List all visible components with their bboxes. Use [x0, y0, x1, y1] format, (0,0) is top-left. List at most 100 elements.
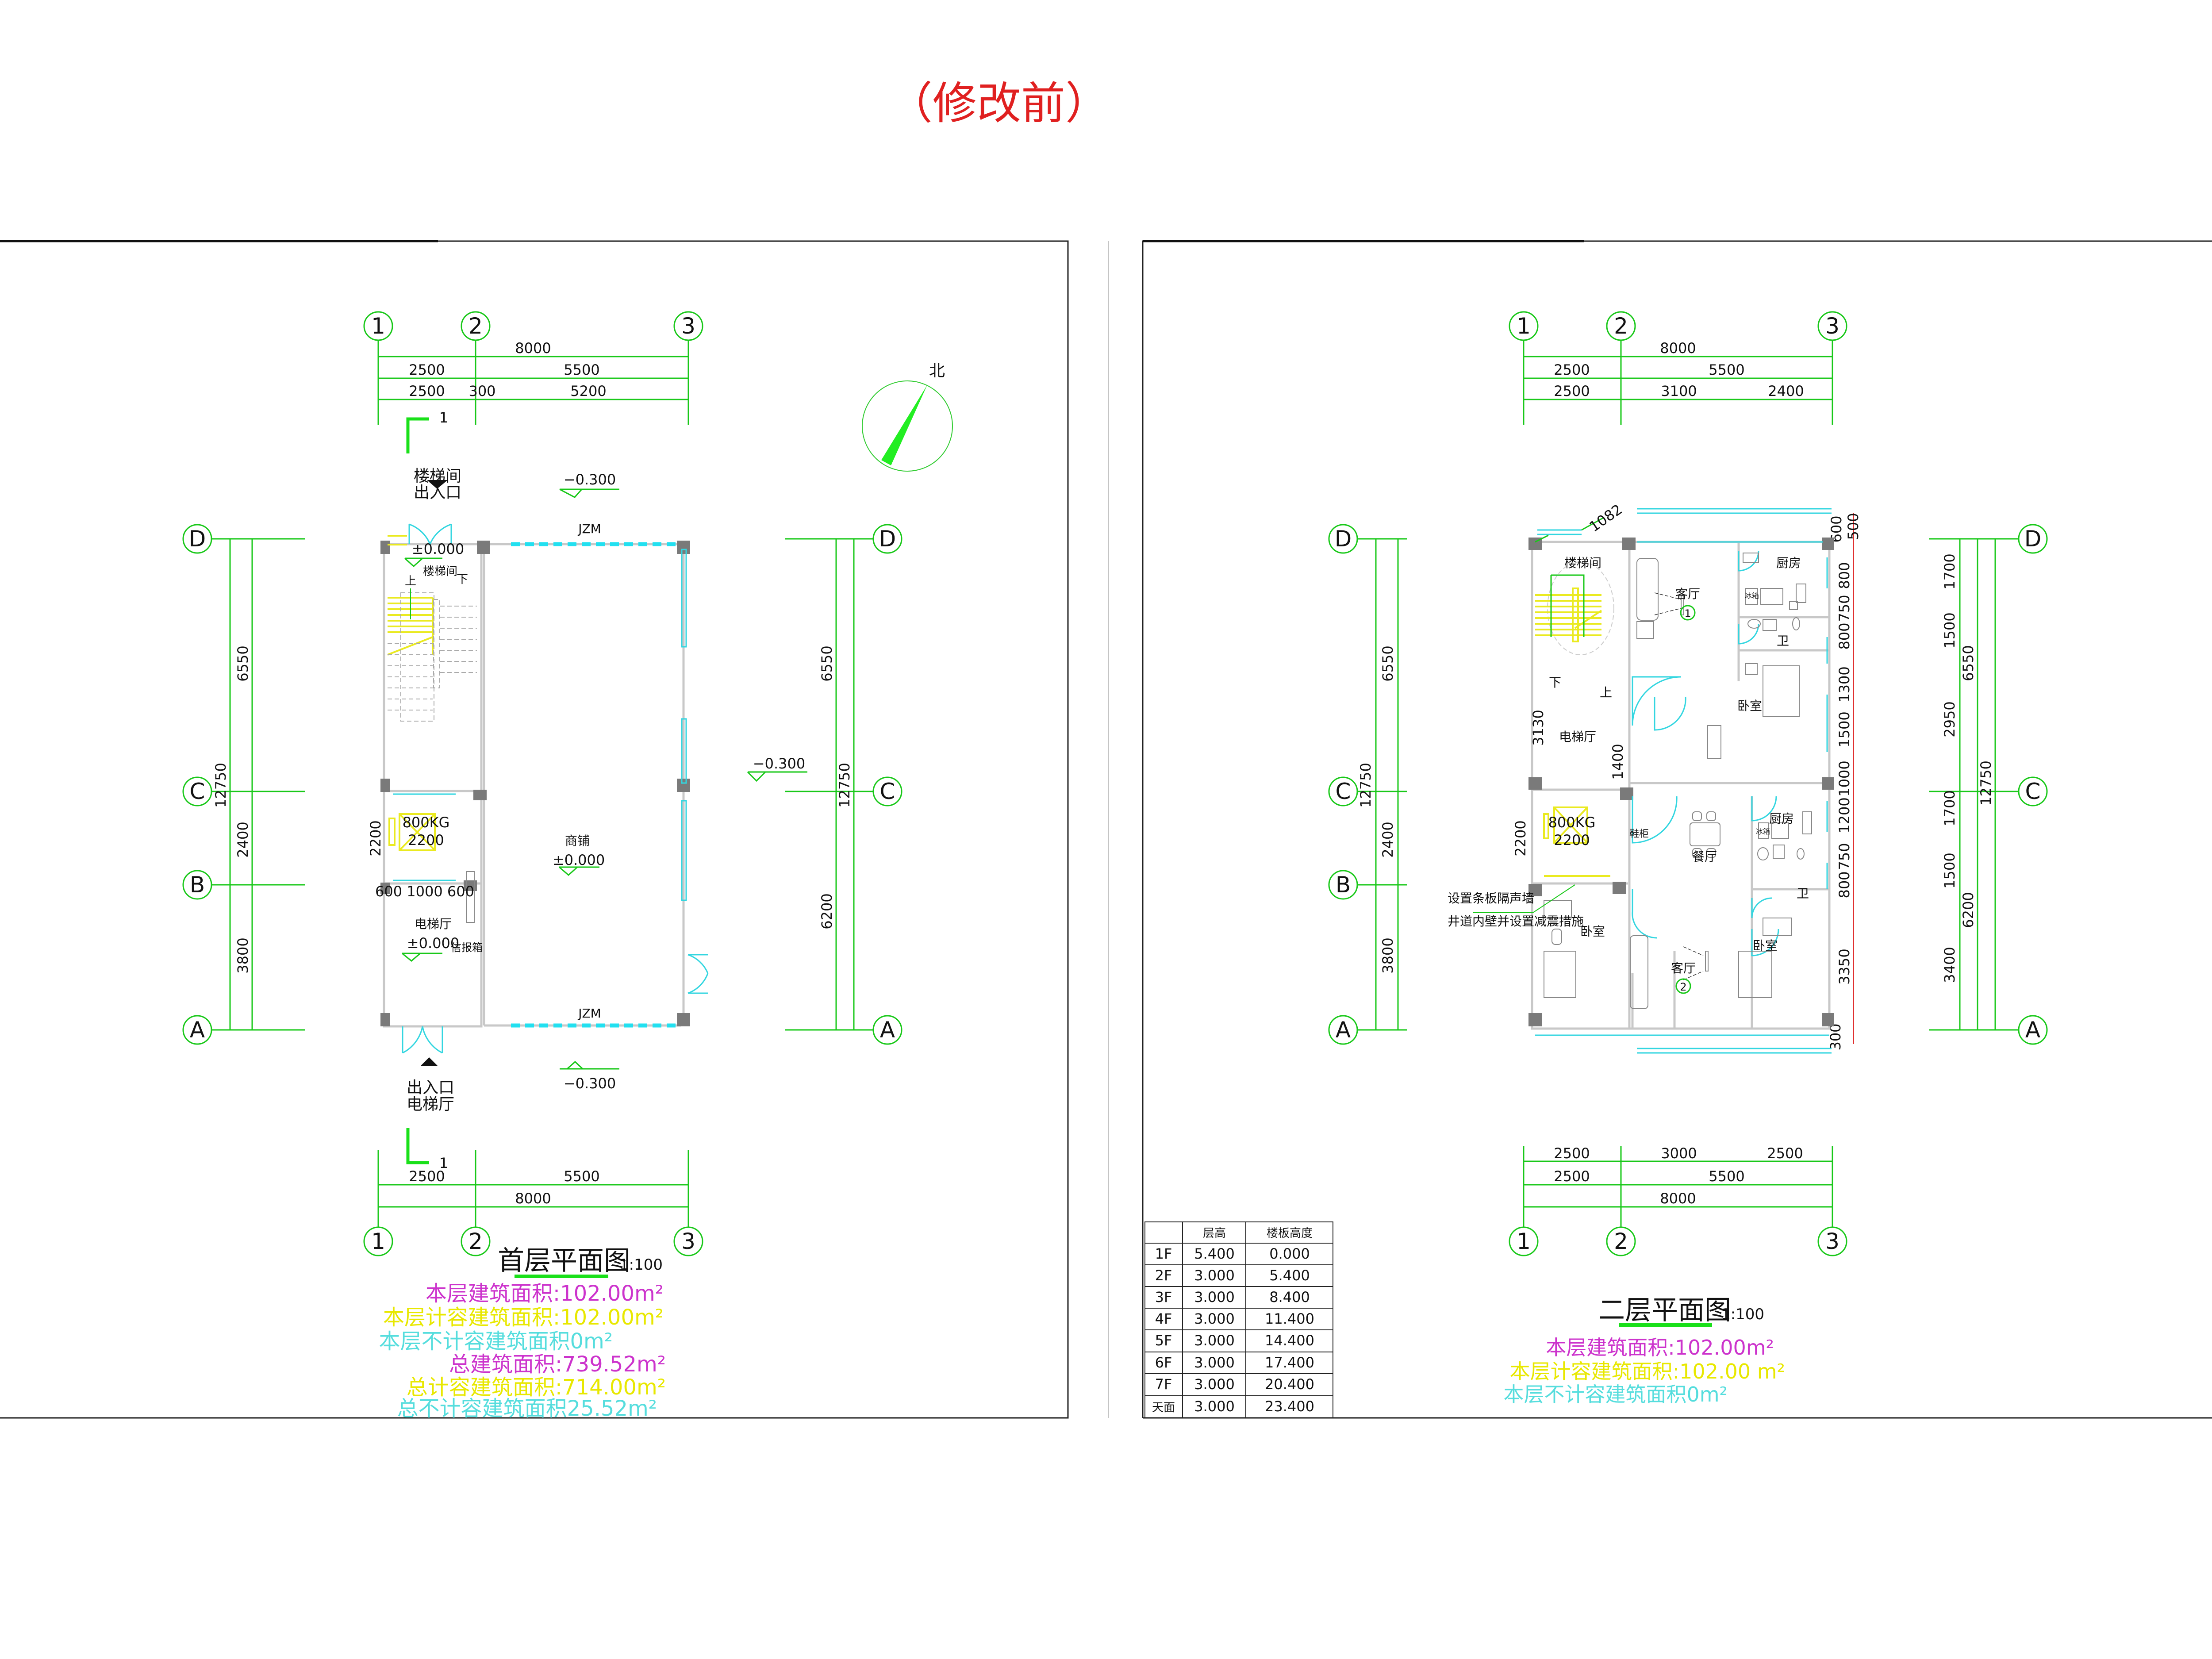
room-label: 厨房	[1776, 556, 1801, 570]
room-label: 餐厅	[1692, 849, 1717, 864]
dim-label: 1500	[1941, 612, 1958, 648]
dim-label: 5500	[1709, 361, 1744, 378]
dim-label: 500	[1845, 513, 1862, 540]
axis-label: 2	[469, 313, 483, 339]
elevation-label: −0.300	[564, 1075, 616, 1092]
area-note: 本层建筑面积:102.00m²	[1546, 1336, 1774, 1359]
axis-label: C	[1336, 779, 1351, 804]
dim-label: 300	[469, 383, 495, 399]
ground-floor-plan: 1 2 3 1 2 3 D C B A D C A 8000 2500 5500…	[182, 311, 953, 1421]
dim-label: 800	[1836, 871, 1853, 898]
dim-label: 6200	[818, 893, 835, 929]
table-row: 7F 3.000 20.400	[1155, 1376, 1314, 1393]
axis-label: B	[1336, 872, 1351, 898]
dim-label: 2400	[1379, 822, 1396, 857]
table-cell: 1F	[1155, 1245, 1172, 1262]
lift-capacity: 800KG	[403, 814, 450, 831]
table-row: 天面 3.000 23.400	[1152, 1398, 1314, 1415]
dim-label: 3000	[1661, 1145, 1697, 1162]
table-cell: 3.000	[1194, 1376, 1235, 1393]
dim-label: 2500	[1767, 1145, 1803, 1162]
door-label: JZM	[577, 1006, 601, 1021]
room-label: 客厅	[1671, 961, 1696, 975]
dim-label: 8000	[515, 340, 551, 357]
elevation-label: ±0.000	[412, 541, 464, 557]
mailbox-label: 信报箱	[451, 941, 483, 954]
axis-label: 3	[681, 1229, 695, 1254]
lift-shaft	[1543, 806, 1610, 877]
lift-size: 2200	[408, 832, 444, 849]
dim-label: 2200	[367, 820, 384, 856]
room-label: 卧室	[1580, 924, 1605, 939]
dim-label: 2400	[1768, 383, 1804, 399]
dim-label: 2200	[1512, 820, 1529, 856]
axis-label: 3	[1825, 1229, 1839, 1254]
entry-arrow-icon	[420, 1057, 438, 1066]
dim-label: 12750	[836, 763, 853, 808]
dim-label: 5500	[564, 361, 599, 378]
axis-label: D	[1335, 526, 1352, 552]
floor-height-table: 层高 楼板高度 1F 5.400 0.000 2F 3.000 5.400 3F…	[1144, 1221, 1333, 1418]
dim-label: 2400	[234, 822, 251, 857]
table-cell: 5.400	[1194, 1245, 1235, 1262]
dim-label: 2500	[1554, 1168, 1590, 1185]
table-cell: 0.000	[1269, 1245, 1310, 1262]
area-note: 本层计容建筑面积:102.00 m²	[1510, 1359, 1785, 1383]
dim-label: 8000	[515, 1190, 551, 1207]
dim-label: 1300	[1836, 666, 1853, 702]
dim-label: 3800	[234, 937, 251, 973]
table-cell: 3.000	[1194, 1310, 1235, 1327]
dim-label: 2500	[409, 383, 445, 399]
axis-label: 2	[1614, 1229, 1628, 1254]
axis-label: D	[879, 526, 896, 552]
axis-label: C	[2025, 779, 2041, 804]
dim-label: 6550	[1379, 645, 1396, 681]
axis-label: 1	[371, 1229, 385, 1254]
room-label: 电梯厅	[407, 1095, 454, 1114]
table-cell: 3.000	[1194, 1354, 1235, 1371]
door-label: JZM	[577, 522, 601, 536]
table-cell: 3.000	[1194, 1398, 1235, 1415]
fridge-label: 冰箱	[1756, 827, 1770, 836]
dim-label: 2500	[409, 1168, 445, 1185]
axis-label: 3	[1825, 313, 1839, 339]
dim-label: 6550	[1960, 645, 1977, 681]
dim-label: 1200	[1836, 797, 1853, 833]
table-cell: 2F	[1155, 1267, 1172, 1284]
stair-flight	[388, 535, 407, 545]
dim-label: 1082	[1586, 501, 1625, 535]
lift-shaft	[388, 793, 456, 881]
stair-treads-down	[388, 592, 477, 722]
room-label: 卫	[1777, 634, 1789, 648]
dim-label: 2500	[1554, 361, 1590, 378]
table-cell: 6F	[1155, 1354, 1172, 1371]
axis-label: 1	[371, 313, 385, 339]
dim-label: 3400	[1941, 947, 1958, 983]
room-label: 卧室	[1753, 938, 1778, 953]
table-cell: 3.000	[1194, 1332, 1235, 1349]
table-row: 3F 3.000 8.400	[1155, 1289, 1310, 1306]
table-cell: 14.400	[1265, 1332, 1314, 1349]
area-note: 本层计容建筑面积:102.00m²	[383, 1305, 664, 1330]
dim-label: 750	[1836, 843, 1853, 870]
room-label: 出入口	[414, 484, 461, 502]
lift-capacity: 800KG	[1548, 814, 1596, 831]
dim-label: 3350	[1836, 949, 1853, 984]
axis-label: 2	[469, 1229, 483, 1254]
elevation-label: ±0.000	[553, 852, 605, 868]
shoe-cabinet-label: 鞋柜	[1629, 829, 1649, 840]
room-label: 电梯厅	[415, 917, 452, 931]
dim-label: 12750	[1978, 760, 1994, 806]
entry-arrow-icon	[427, 480, 448, 489]
table-header-cell: 楼板高度	[1267, 1227, 1313, 1240]
stair-up-label: 上	[1600, 685, 1612, 700]
axis-label: B	[190, 872, 205, 898]
unit-number: 1	[1684, 607, 1691, 620]
lift-size: 2200	[1554, 832, 1590, 849]
north-label: 北	[929, 362, 945, 380]
area-note: 本层不计容建筑面积0m²	[1503, 1382, 1728, 1406]
dim-label: 2500	[1554, 383, 1590, 399]
plan-title: 二层平面图	[1598, 1295, 1731, 1326]
note-label: 设置条板隔声墙	[1448, 891, 1534, 906]
